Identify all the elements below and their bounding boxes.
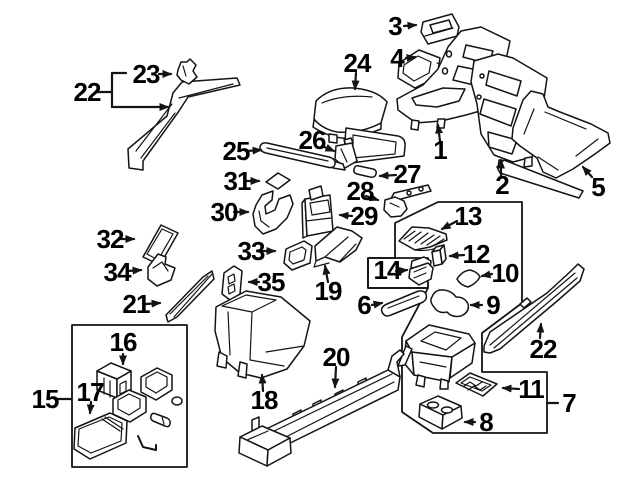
part-18-console-body — [214, 290, 311, 379]
part-label-19: 19 — [314, 276, 343, 306]
part-8-cupholder-insert — [418, 395, 463, 430]
part-13-rubber-mat — [398, 226, 448, 252]
part-label-5: 5 — [591, 172, 606, 202]
part-12-retainer-block — [431, 244, 447, 267]
part-27-bushing — [353, 165, 377, 178]
part-11-pad — [455, 372, 498, 397]
part-label-25: 25 — [222, 136, 251, 166]
part-3-trim-plate — [420, 13, 460, 45]
part-label-17: 17 — [76, 377, 105, 407]
part-14-retainer — [408, 256, 434, 286]
part-label-1: 1 — [433, 135, 448, 165]
part-label-22-left: 22 — [73, 77, 102, 107]
part-label-35: 35 — [257, 267, 286, 297]
part-label-14: 14 — [373, 255, 402, 285]
part-19-mat-tray — [313, 226, 363, 268]
part-23-clip — [176, 58, 198, 85]
part-label-4: 4 — [390, 43, 405, 73]
part-label-16: 16 — [109, 327, 138, 357]
part-label-28: 28 — [346, 176, 375, 206]
part-label-20: 20 — [322, 342, 351, 372]
part-33-bezel — [283, 240, 313, 271]
part-22-trim-panel-left — [127, 77, 241, 171]
part-label-34: 34 — [103, 257, 132, 287]
part-34-bracket — [147, 253, 176, 287]
part-10-pad — [456, 269, 481, 288]
part-label-24: 24 — [343, 48, 372, 78]
part-label-18: 18 — [250, 385, 279, 415]
part-label-11: 11 — [518, 374, 544, 404]
part-21-trim-strip — [165, 270, 215, 323]
part-label-30: 30 — [210, 197, 239, 227]
part-label-27: 27 — [393, 159, 422, 189]
part-label-3: 3 — [388, 11, 403, 41]
part-label-26: 26 — [298, 125, 327, 155]
part-label-32: 32 — [96, 224, 125, 254]
part-17-lid — [73, 412, 128, 460]
part-label-33: 33 — [237, 236, 266, 266]
part-20-mounting-frame — [238, 345, 413, 467]
part-label-21: 21 — [122, 289, 151, 319]
part-label-12: 12 — [462, 239, 491, 269]
group-box-15 — [71, 324, 188, 468]
part-9-pad — [430, 289, 470, 318]
callout-arrows — [55, 21, 594, 426]
part-label-9: 9 — [486, 290, 501, 320]
part-6-pad — [380, 290, 428, 317]
part-label-13: 13 — [454, 201, 483, 231]
part-29-bracket — [301, 185, 334, 239]
part-30-bracket — [252, 190, 294, 235]
part-label-23: 23 — [132, 59, 161, 89]
part-31-clip-pad — [265, 172, 291, 190]
part-label-22-right: 22 — [529, 334, 558, 364]
part-label-6: 6 — [357, 290, 372, 320]
part-26-latch-panel — [334, 127, 406, 169]
part-25-hinge-pin — [259, 142, 346, 171]
part-label-15: 15 — [31, 384, 60, 414]
part-22-trim-panel-right — [483, 263, 585, 354]
part-label-29: 29 — [350, 201, 379, 231]
part-label-31: 31 — [223, 166, 252, 196]
small-hardware — [101, 396, 183, 451]
part-28-bracket — [383, 184, 432, 218]
part-label-7: 7 — [562, 388, 577, 418]
part-label-8: 8 — [479, 407, 494, 437]
console-bin-tray — [140, 367, 173, 401]
part-label-2: 2 — [495, 170, 510, 200]
part-label-10: 10 — [491, 258, 520, 288]
